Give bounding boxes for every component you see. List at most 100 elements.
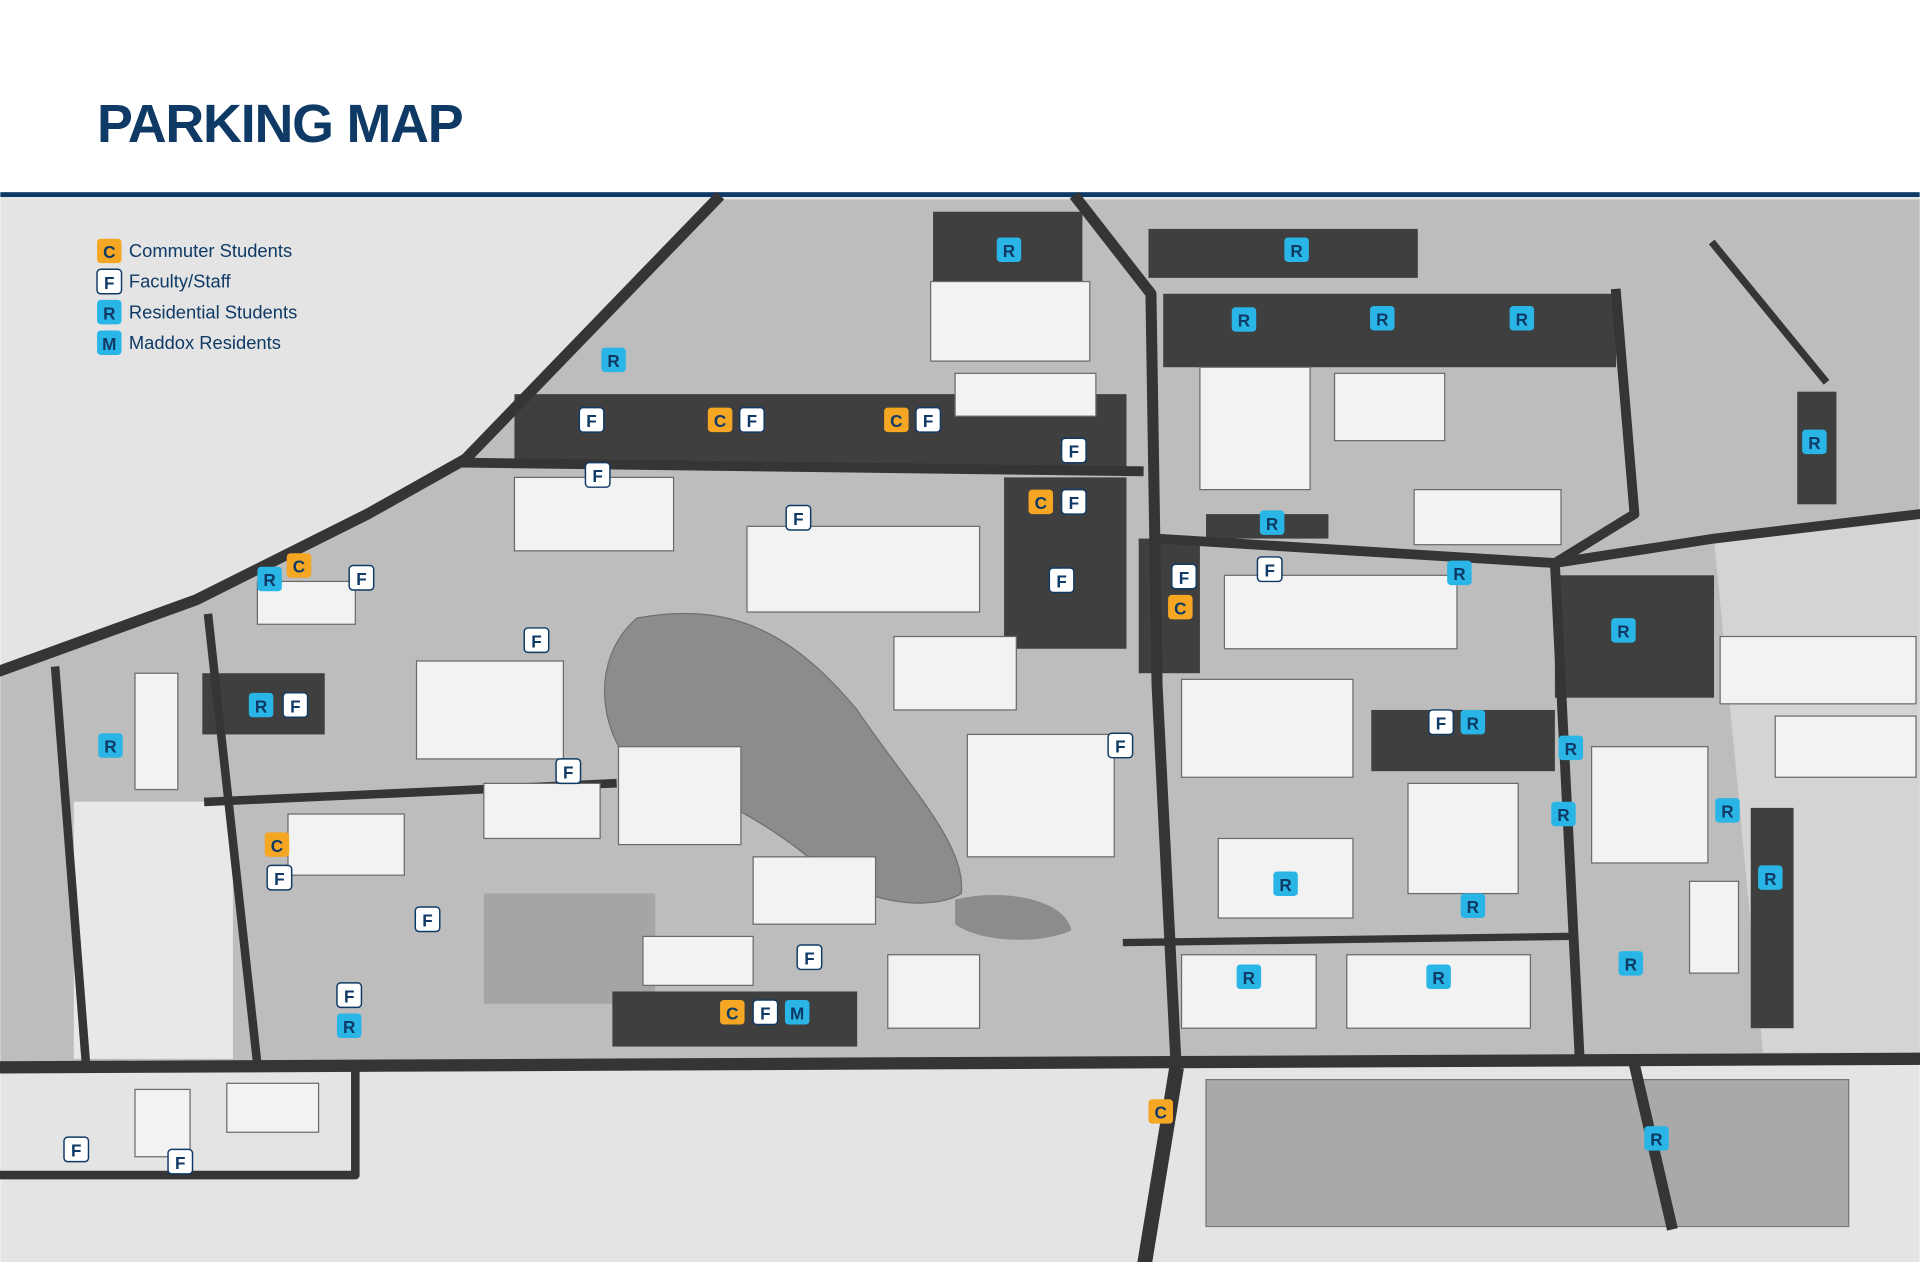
residential-parking-marker[interactable]: R <box>1370 306 1395 331</box>
faculty-parking-marker[interactable]: F <box>63 1136 90 1163</box>
residential-parking-marker[interactable]: R <box>1758 865 1783 890</box>
badge-letter: F <box>804 948 814 968</box>
residential-parking-marker[interactable]: R <box>1611 618 1636 643</box>
residential-parking-marker[interactable]: R <box>1284 237 1309 262</box>
residential-parking-marker[interactable]: R <box>996 237 1022 262</box>
maddox-parking-marker[interactable]: M <box>784 1000 810 1025</box>
faculty-badge-bg <box>796 944 823 971</box>
commuter-parking-marker[interactable]: C <box>286 553 312 578</box>
badge-letter: R <box>1003 241 1016 261</box>
badge-letter: C <box>1155 1103 1167 1123</box>
badge-letter: R <box>1432 968 1445 988</box>
faculty-badge-bg <box>414 906 441 933</box>
maddox-badge-bg <box>784 1000 810 1025</box>
legend-badge-commuter: C <box>97 238 122 264</box>
residential-parking-marker[interactable]: R <box>1618 951 1644 976</box>
residential-parking-marker[interactable]: R <box>1460 709 1486 735</box>
residential-parking-marker[interactable]: R <box>336 1013 362 1038</box>
residential-badge-bg <box>1644 1126 1669 1151</box>
faculty-parking-marker[interactable]: F <box>738 406 765 433</box>
badge-letter: R <box>343 1017 356 1037</box>
badge-letter: C <box>1174 598 1186 618</box>
badge-letter: F <box>760 1004 770 1024</box>
commuter-parking-marker[interactable]: C <box>264 832 290 857</box>
commuter-parking-marker[interactable]: C <box>1168 594 1193 620</box>
faculty-parking-marker[interactable]: F <box>578 406 605 433</box>
faculty-parking-marker[interactable]: F <box>1428 709 1455 736</box>
badge-letter: R <box>1625 955 1638 975</box>
residential-parking-marker[interactable]: R <box>1447 560 1472 586</box>
faculty-parking-marker[interactable]: F <box>1107 732 1134 759</box>
faculty-badge-bg <box>1060 437 1087 464</box>
residential-badge-bg <box>1618 951 1644 976</box>
residential-parking-marker[interactable]: R <box>1236 964 1262 990</box>
residential-parking-marker[interactable]: R <box>601 347 626 373</box>
residential-parking-marker[interactable]: R <box>1273 871 1298 897</box>
faculty-parking-marker[interactable]: F <box>752 999 779 1026</box>
faculty-parking-marker[interactable]: F <box>1060 437 1087 464</box>
faculty-parking-marker[interactable]: F <box>1256 556 1283 583</box>
residential-parking-marker[interactable]: R <box>1509 306 1535 331</box>
commuter-parking-marker[interactable]: C <box>1148 1099 1173 1124</box>
residential-parking-marker[interactable]: R <box>98 733 123 758</box>
legend-badge-residential: R <box>97 299 122 325</box>
badge-letter: R <box>1467 897 1480 917</box>
faculty-parking-marker[interactable]: F <box>523 627 550 654</box>
badge-letter: M <box>102 334 116 354</box>
residential-parking-marker[interactable]: R <box>1551 801 1576 827</box>
faculty-parking-marker[interactable]: F <box>584 461 611 488</box>
residential-parking-marker[interactable]: R <box>1715 798 1740 823</box>
faculty-parking-marker[interactable]: F <box>796 944 823 971</box>
residential-badge-bg <box>97 299 122 325</box>
badge-letter: F <box>290 696 300 716</box>
faculty-parking-marker[interactable]: F <box>785 504 812 531</box>
commuter-parking-marker[interactable]: C <box>707 407 733 433</box>
residential-parking-marker[interactable]: R <box>1426 964 1451 990</box>
badge-letter: F <box>71 1141 81 1161</box>
badge-letter: C <box>1035 493 1047 513</box>
residential-parking-marker[interactable]: R <box>1460 893 1486 919</box>
badge-letter: R <box>1516 309 1529 329</box>
faculty-parking-marker[interactable]: F <box>915 406 942 433</box>
residential-badge-bg <box>336 1013 362 1038</box>
faculty-badge-bg <box>348 564 375 591</box>
residential-parking-marker[interactable]: R <box>1802 429 1827 455</box>
residential-parking-marker[interactable]: R <box>1644 1126 1669 1151</box>
faculty-parking-marker[interactable]: F <box>336 982 363 1009</box>
faculty-parking-marker[interactable]: F <box>555 758 582 785</box>
faculty-parking-marker[interactable]: F <box>167 1148 194 1175</box>
residential-badge-bg <box>1611 618 1636 643</box>
page-title: PARKING MAP <box>97 94 463 154</box>
faculty-badge-bg <box>915 406 942 433</box>
map[interactable] <box>0 191 1920 1262</box>
residential-badge-bg <box>1509 306 1535 331</box>
badge-letter: R <box>1764 869 1777 889</box>
residential-parking-marker[interactable]: R <box>1558 735 1584 761</box>
commuter-parking-marker[interactable]: C <box>884 407 909 433</box>
residential-badge-bg <box>1447 560 1472 586</box>
faculty-parking-marker[interactable]: F <box>1048 567 1075 594</box>
faculty-badge-bg <box>785 504 812 531</box>
residential-parking-marker[interactable]: R <box>1259 510 1285 535</box>
faculty-parking-marker[interactable]: F <box>1171 563 1197 590</box>
badge-letter: F <box>923 411 933 431</box>
faculty-parking-marker[interactable]: F <box>266 864 293 891</box>
faculty-parking-marker[interactable]: F <box>348 564 375 591</box>
residential-parking-marker[interactable]: R <box>1231 307 1257 332</box>
badge-letter: R <box>1467 713 1480 733</box>
commuter-parking-marker[interactable]: C <box>1028 489 1054 515</box>
legend-badge-faculty: F <box>96 268 123 295</box>
commuter-parking-marker[interactable]: C <box>720 1000 745 1025</box>
faculty-parking-marker[interactable]: F <box>1060 488 1087 515</box>
residential-parking-marker[interactable]: R <box>248 692 274 718</box>
badge-letter: R <box>1650 1130 1663 1150</box>
legend-label-commuter: Commuter Students <box>129 240 292 261</box>
faculty-parking-marker[interactable]: F <box>282 692 309 719</box>
residential-badge-bg <box>98 733 123 758</box>
faculty-badge-bg <box>1256 556 1283 583</box>
header-divider <box>0 192 1920 198</box>
residential-parking-marker[interactable]: R <box>257 566 282 592</box>
faculty-badge-bg <box>1060 488 1087 515</box>
faculty-parking-marker[interactable]: F <box>414 906 441 933</box>
badge-letter: R <box>1266 514 1279 534</box>
